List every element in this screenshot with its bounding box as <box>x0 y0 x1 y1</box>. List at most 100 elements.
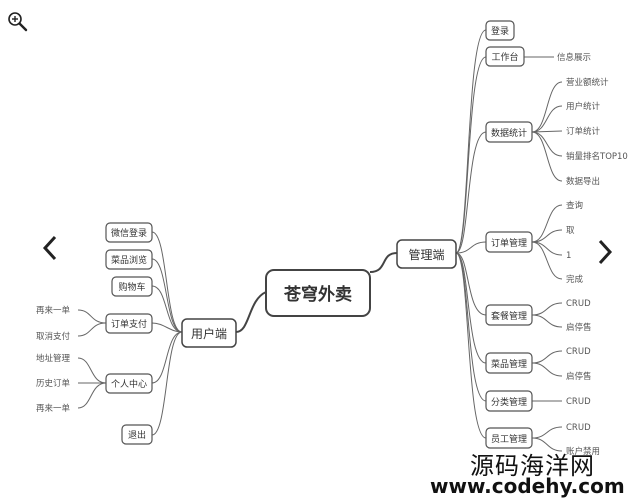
leaf-again-order-1: 再来一单 <box>36 305 71 316</box>
edge-dingdan-l2 <box>77 322 107 337</box>
edge-geren-l1 <box>77 357 107 384</box>
leaf-setmeal-crud: CRUD <box>566 299 591 309</box>
node-profile-label: 个人中心 <box>111 378 147 390</box>
node-dish-mgmt-label: 菜品管理 <box>491 358 527 370</box>
zoom-in-icon[interactable] <box>6 10 30 34</box>
leaf-sales-top10: 销量排名TOP10 <box>566 151 628 162</box>
leaf-revenue-stats: 营业额统计 <box>566 77 609 88</box>
root-node[interactable]: 苍穹外卖 <box>265 269 371 317</box>
leaf-dish-onoff: 启停售 <box>566 371 592 382</box>
edge-dingdanmgr-l1 <box>531 204 563 243</box>
edge-root-right <box>369 252 398 273</box>
edge-shuju-l3 <box>531 130 563 133</box>
node-dish-browse[interactable]: 菜品浏览 <box>105 249 153 270</box>
edge-shuju-l1 <box>531 81 563 133</box>
leaf-history: 历史订单 <box>36 378 71 389</box>
edge-taocan-l1 <box>531 302 563 316</box>
leaf-data-export: 数据导出 <box>566 176 600 187</box>
node-cart[interactable]: 购物车 <box>111 276 153 297</box>
node-category-mgmt[interactable]: 分类管理 <box>485 390 533 412</box>
leaf-order-cancel: 取 <box>566 226 575 236</box>
leaf-order-stats: 订单统计 <box>566 126 601 137</box>
node-employee-mgmt-label: 员工管理 <box>491 433 527 445</box>
node-admin-login[interactable]: 登录 <box>485 20 515 41</box>
edge-shuju-l2 <box>531 105 563 133</box>
node-statistics-label: 数据统计 <box>491 127 527 139</box>
leaf-order-query: 查询 <box>566 200 583 211</box>
edge-right-denglu <box>455 29 487 254</box>
left-leaves: 再来一单 取消支付 地址管理 历史订单 再来一单 <box>36 305 71 414</box>
edge-dingdanmgr-l2 <box>531 229 563 243</box>
edge-right-shuju <box>455 131 487 254</box>
branch-user-label: 用户端 <box>191 326 227 341</box>
edge-left-weixin <box>151 231 183 333</box>
edge-left-caipin <box>151 258 183 333</box>
edge-shuju-l4 <box>531 131 563 157</box>
leaf-cancel-pay: 取消支付 <box>36 331 71 342</box>
right-edges <box>455 29 563 452</box>
node-order-mgmt-label: 订单管理 <box>491 237 527 249</box>
edge-left-geren <box>151 331 183 384</box>
edge-right-taocan <box>455 252 487 316</box>
node-weixin-login-label: 微信登录 <box>111 227 147 239</box>
leaf-order-other: 1 <box>566 251 571 261</box>
left-edges <box>77 231 183 436</box>
edge-taocan-l2 <box>531 314 563 328</box>
edge-geren-l3 <box>77 382 107 409</box>
leaf-employee-disable: 账户禁用 <box>566 446 600 457</box>
node-cart-label: 购物车 <box>118 281 145 293</box>
node-dish-browse-label: 菜品浏览 <box>111 254 147 266</box>
right-leaves: 信息展示 营业额统计 用户统计 订单统计 销量排名TOP10 数据导出 查询 取… <box>557 52 628 457</box>
edge-caipin-l2 <box>531 362 563 377</box>
node-profile[interactable]: 个人中心 <box>105 373 153 394</box>
watermark-title: 源码海洋网 <box>470 452 595 480</box>
branch-admin[interactable]: 管理端 <box>396 239 457 269</box>
node-logout-label: 退出 <box>128 429 146 441</box>
chevron-right-icon <box>598 239 613 265</box>
node-setmeal-mgmt[interactable]: 套餐管理 <box>485 304 533 326</box>
node-order-pay-label: 订单支付 <box>111 318 147 330</box>
node-order-pay[interactable]: 订单支付 <box>105 313 153 334</box>
edge-left-tuichu <box>151 331 183 436</box>
node-statistics[interactable]: 数据统计 <box>485 121 533 143</box>
edge-yuangong-l2 <box>531 437 563 452</box>
branch-user[interactable]: 用户端 <box>181 318 237 348</box>
leaf-order-complete: 完成 <box>566 274 584 285</box>
leaf-category-crud: CRUD <box>566 397 591 407</box>
edge-right-dingdan <box>455 241 487 254</box>
edge-dingdanmgr-l3 <box>531 241 563 256</box>
chevron-left-icon <box>42 235 57 261</box>
edge-dingdan-l1 <box>77 309 107 324</box>
node-weixin-login[interactable]: 微信登录 <box>105 222 153 243</box>
leaf-again-order-2: 再来一单 <box>36 403 71 414</box>
node-workbench-label: 工作台 <box>491 51 518 63</box>
root-label: 苍穹外卖 <box>283 284 352 305</box>
edge-root-left <box>235 291 267 333</box>
node-setmeal-mgmt-label: 套餐管理 <box>491 310 527 322</box>
leaf-dish-crud: CRUD <box>566 347 591 357</box>
edge-right-yuangong <box>455 252 487 439</box>
leaf-address: 地址管理 <box>36 353 71 364</box>
edge-dingdanmgr-l4 <box>531 241 563 280</box>
edge-shuju-l5 <box>531 131 563 182</box>
leaf-user-stats: 用户统计 <box>566 101 601 112</box>
node-admin-login-label: 登录 <box>491 26 509 37</box>
edge-left-dingdan <box>151 322 183 333</box>
edge-left-gouwuche <box>151 285 183 333</box>
leaf-employee-crud: CRUD <box>566 423 591 433</box>
edge-yuangong-l1 <box>531 426 563 439</box>
node-order-mgmt[interactable]: 订单管理 <box>485 231 533 253</box>
edge-caipin-l1 <box>531 350 563 364</box>
node-logout[interactable]: 退出 <box>121 424 153 445</box>
leaf-info-display: 信息展示 <box>557 52 591 63</box>
prev-arrow-button[interactable] <box>42 234 58 267</box>
next-arrow-button[interactable] <box>597 238 613 271</box>
node-category-mgmt-label: 分类管理 <box>491 396 527 408</box>
branch-admin-label: 管理端 <box>408 247 444 262</box>
node-workbench[interactable]: 工作台 <box>485 46 525 67</box>
node-dish-mgmt[interactable]: 菜品管理 <box>485 352 533 374</box>
node-employee-mgmt[interactable]: 员工管理 <box>485 427 533 449</box>
watermark-url: www.codehy.com <box>430 474 625 498</box>
leaf-setmeal-onoff: 启停售 <box>566 322 592 333</box>
